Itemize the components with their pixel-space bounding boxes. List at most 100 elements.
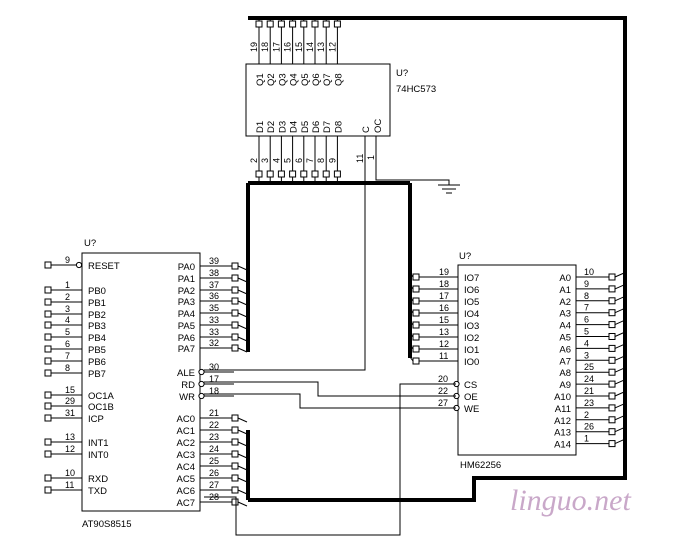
data-bus-thick — [246, 16, 627, 502]
watermark: linguo.net — [510, 484, 631, 517]
latch-c-num: 11 — [355, 154, 365, 163]
mcu-right-pin-num: 17 — [209, 374, 219, 384]
mcu-left-terminal — [44, 357, 52, 365]
mcu-right-pin-num: 35 — [209, 303, 219, 313]
latch-d-pin-name: D2 — [266, 121, 277, 133]
mcu-right-pin-name: AC4 — [177, 462, 195, 473]
mcu-bus-tap — [237, 477, 248, 483]
latch-oc-name: OC — [373, 119, 384, 133]
latch-d-pin-num: 3 — [260, 158, 270, 163]
mcu-right-pin-num: 18 — [209, 386, 219, 396]
mcu-left-terminal — [44, 310, 52, 318]
sram-addr-pin-num: 10 — [584, 267, 594, 277]
mcu-bus-tap — [237, 465, 248, 471]
latch-d-pin-num: 4 — [271, 158, 281, 163]
latch-d-terminal — [333, 170, 341, 178]
sram-io-bus-tap — [409, 332, 414, 338]
mcu-right-terminal — [231, 321, 239, 329]
mcu-left-pin-name: PB0 — [88, 286, 106, 297]
latch-q-pin-num: 15 — [294, 42, 304, 52]
sram-addr-terminal — [608, 273, 616, 281]
mcu-right-terminal — [231, 486, 239, 494]
mcu-bus-tap — [237, 441, 248, 447]
mcu-left-pin-name: ICP — [88, 414, 104, 425]
latch-d-terminal — [289, 170, 297, 178]
mcu-right-terminal — [231, 344, 239, 352]
mcu-ref: U? — [84, 238, 96, 249]
mcu-left-pin-name: PB5 — [88, 345, 106, 356]
mcu-left-pin-name: OC1A — [88, 391, 115, 402]
sram-io-pin-num: 15 — [439, 315, 449, 325]
latch-d-terminal — [311, 170, 319, 178]
mcu-left-pin-num: 4 — [65, 315, 70, 325]
mcu-right-pin-num: 26 — [209, 468, 219, 478]
mcu-left-pin-name: PB4 — [88, 333, 106, 344]
mcu-right-terminal — [231, 333, 239, 341]
sram-addr-terminal — [608, 356, 616, 364]
latch-q-pin-name: Q6 — [311, 73, 322, 86]
sram-io-pin-num: 17 — [439, 291, 449, 301]
mcu-bus-tap — [237, 489, 248, 495]
mcu-left-pin-num: 13 — [65, 432, 75, 442]
latch-d-terminal — [255, 170, 263, 178]
sram-addr-pin-num: 21 — [584, 386, 594, 396]
sram-ctrl-pin-name: WE — [464, 404, 479, 415]
latch-q-pin-name: Q2 — [266, 73, 277, 86]
ground-icon — [375, 168, 460, 194]
sram-addr-bus-tap — [614, 296, 625, 302]
mcu-right-terminal — [231, 262, 239, 270]
mcu-left-pin-num: 1 — [65, 280, 70, 290]
mcu-right-terminal — [231, 438, 239, 446]
sram-addr-pin-num: 6 — [584, 315, 589, 325]
latch-q-terminal — [333, 20, 341, 28]
sram-addr-terminal — [608, 368, 616, 376]
ale-wire — [204, 168, 366, 371]
sram-addr-terminal — [608, 333, 616, 340]
mcu-left-pin-num: 12 — [65, 444, 75, 454]
mcu-left-pin-num: 7 — [65, 351, 70, 361]
mcu-left-pin-num: 3 — [65, 304, 70, 314]
latch-q-terminal — [266, 20, 274, 28]
latch-q-terminal — [277, 20, 285, 28]
mcu-right-pin-num: 24 — [209, 444, 219, 454]
sram-io-bus-tap — [409, 296, 414, 302]
mcu-left-terminal — [44, 438, 52, 446]
mcu-left-pin-num: 6 — [65, 339, 70, 349]
mcu-right-pin-name: PA5 — [178, 321, 195, 332]
mcu-right-pin-num: 23 — [209, 432, 219, 442]
sram-io-terminal — [412, 297, 420, 305]
mcu-right-pin-num: 36 — [209, 291, 219, 301]
latch-q-pin-name: Q3 — [277, 73, 288, 86]
sram-addr-pin-name: A8 — [559, 368, 571, 379]
mcu-at90s8515: U? AT90S8515 9RESET1PB02PB13PB24PB35PB46… — [44, 238, 248, 530]
mcu-bus-tap — [237, 277, 248, 283]
sram-io-pin-name: IO7 — [464, 273, 479, 284]
latch-d-pin-num: 6 — [294, 158, 304, 163]
mcu-left-pin-name: INT0 — [88, 450, 109, 461]
sram-addr-pin-name: A2 — [559, 297, 571, 308]
sram-io-pin-num: 11 — [439, 351, 448, 361]
sram-addr-bus-tap — [614, 367, 625, 373]
mcu-left-terminal — [44, 333, 52, 341]
mcu-right-pin-num: 21 — [209, 408, 219, 418]
latch-d-pin-num: 7 — [305, 158, 315, 163]
mcu-left-terminal — [44, 402, 52, 410]
sram-ctrl-pin-num: 22 — [438, 386, 448, 396]
sram-addr-pin-num: 7 — [584, 303, 589, 313]
sram-io-pin-num: 16 — [439, 303, 449, 313]
sram-io-pin-name: IO2 — [464, 333, 479, 344]
sram-io-terminal — [412, 321, 420, 329]
sram-part: HM62256 — [460, 460, 501, 471]
mcu-left-terminal — [44, 345, 52, 353]
sram-addr-bus-tap — [614, 415, 625, 421]
latch-d-pin-num: 8 — [316, 158, 326, 163]
mcu-right-pin-name: AC0 — [177, 414, 195, 425]
mcu-right-pin-name: AC3 — [177, 450, 195, 461]
mcu-left-pin-num: 8 — [65, 363, 70, 373]
sram-ctrl-pin-num: 20 — [438, 374, 448, 384]
mcu-right-terminal — [231, 309, 239, 317]
sram-io-bus-tap — [409, 272, 414, 278]
mcu-right-terminal — [231, 297, 239, 305]
sram-addr-bus-tap — [614, 403, 625, 409]
mcu-control-inversion-dot — [198, 368, 205, 376]
